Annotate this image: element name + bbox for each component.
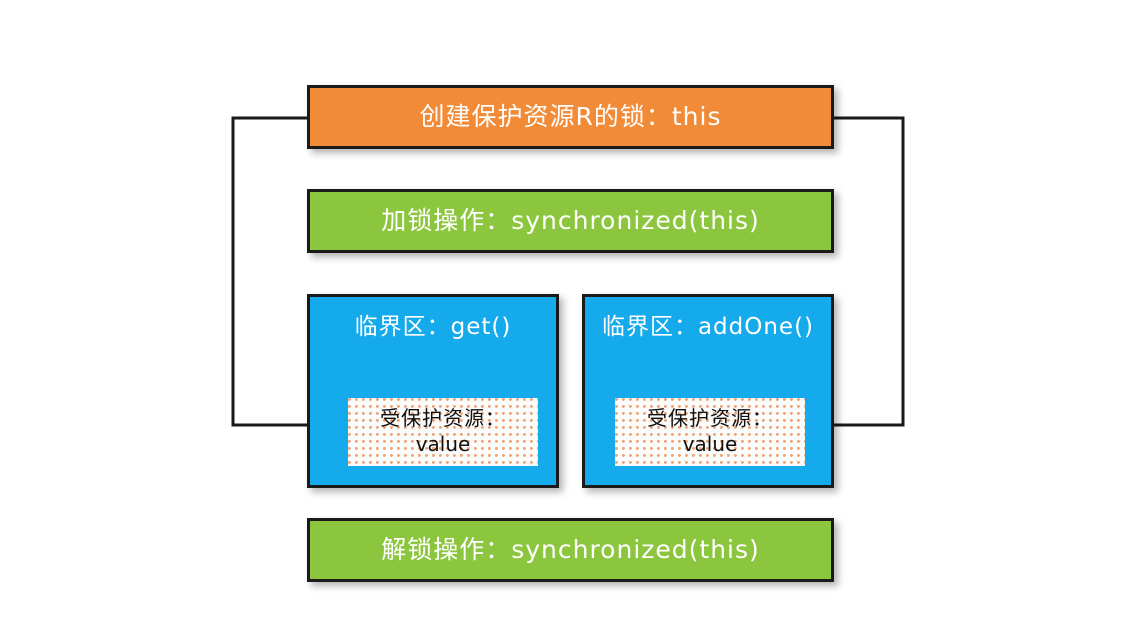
protected-resource-get: 受保护资源： value	[348, 398, 538, 466]
lock-release-box[interactable]: 解锁操作：synchronized(this)	[307, 518, 834, 582]
protected-resource-addone-value: value	[682, 432, 738, 456]
critical-section-addone-title: 临界区：addOne()	[601, 314, 815, 340]
lock-create-label: 创建保护资源R的锁：this	[419, 102, 722, 131]
protected-resource-addone-label: 受保护资源：	[647, 406, 773, 431]
critical-section-addone-box[interactable]: 临界区：addOne() 受保护资源： value	[582, 294, 834, 488]
lock-create-box[interactable]: 创建保护资源R的锁：this	[307, 85, 834, 149]
lock-acquire-box[interactable]: 加锁操作：synchronized(this)	[307, 189, 834, 253]
protected-resource-get-value: value	[415, 432, 471, 456]
protected-resource-get-label: 受保护资源：	[380, 406, 506, 431]
lock-acquire-label: 加锁操作：synchronized(this)	[381, 206, 760, 235]
protected-resource-addone: 受保护资源： value	[615, 398, 805, 466]
lock-release-label: 解锁操作：synchronized(this)	[381, 535, 760, 564]
critical-section-get-title: 临界区：get()	[354, 314, 512, 340]
critical-section-get-box[interactable]: 临界区：get() 受保护资源： value	[307, 294, 559, 488]
